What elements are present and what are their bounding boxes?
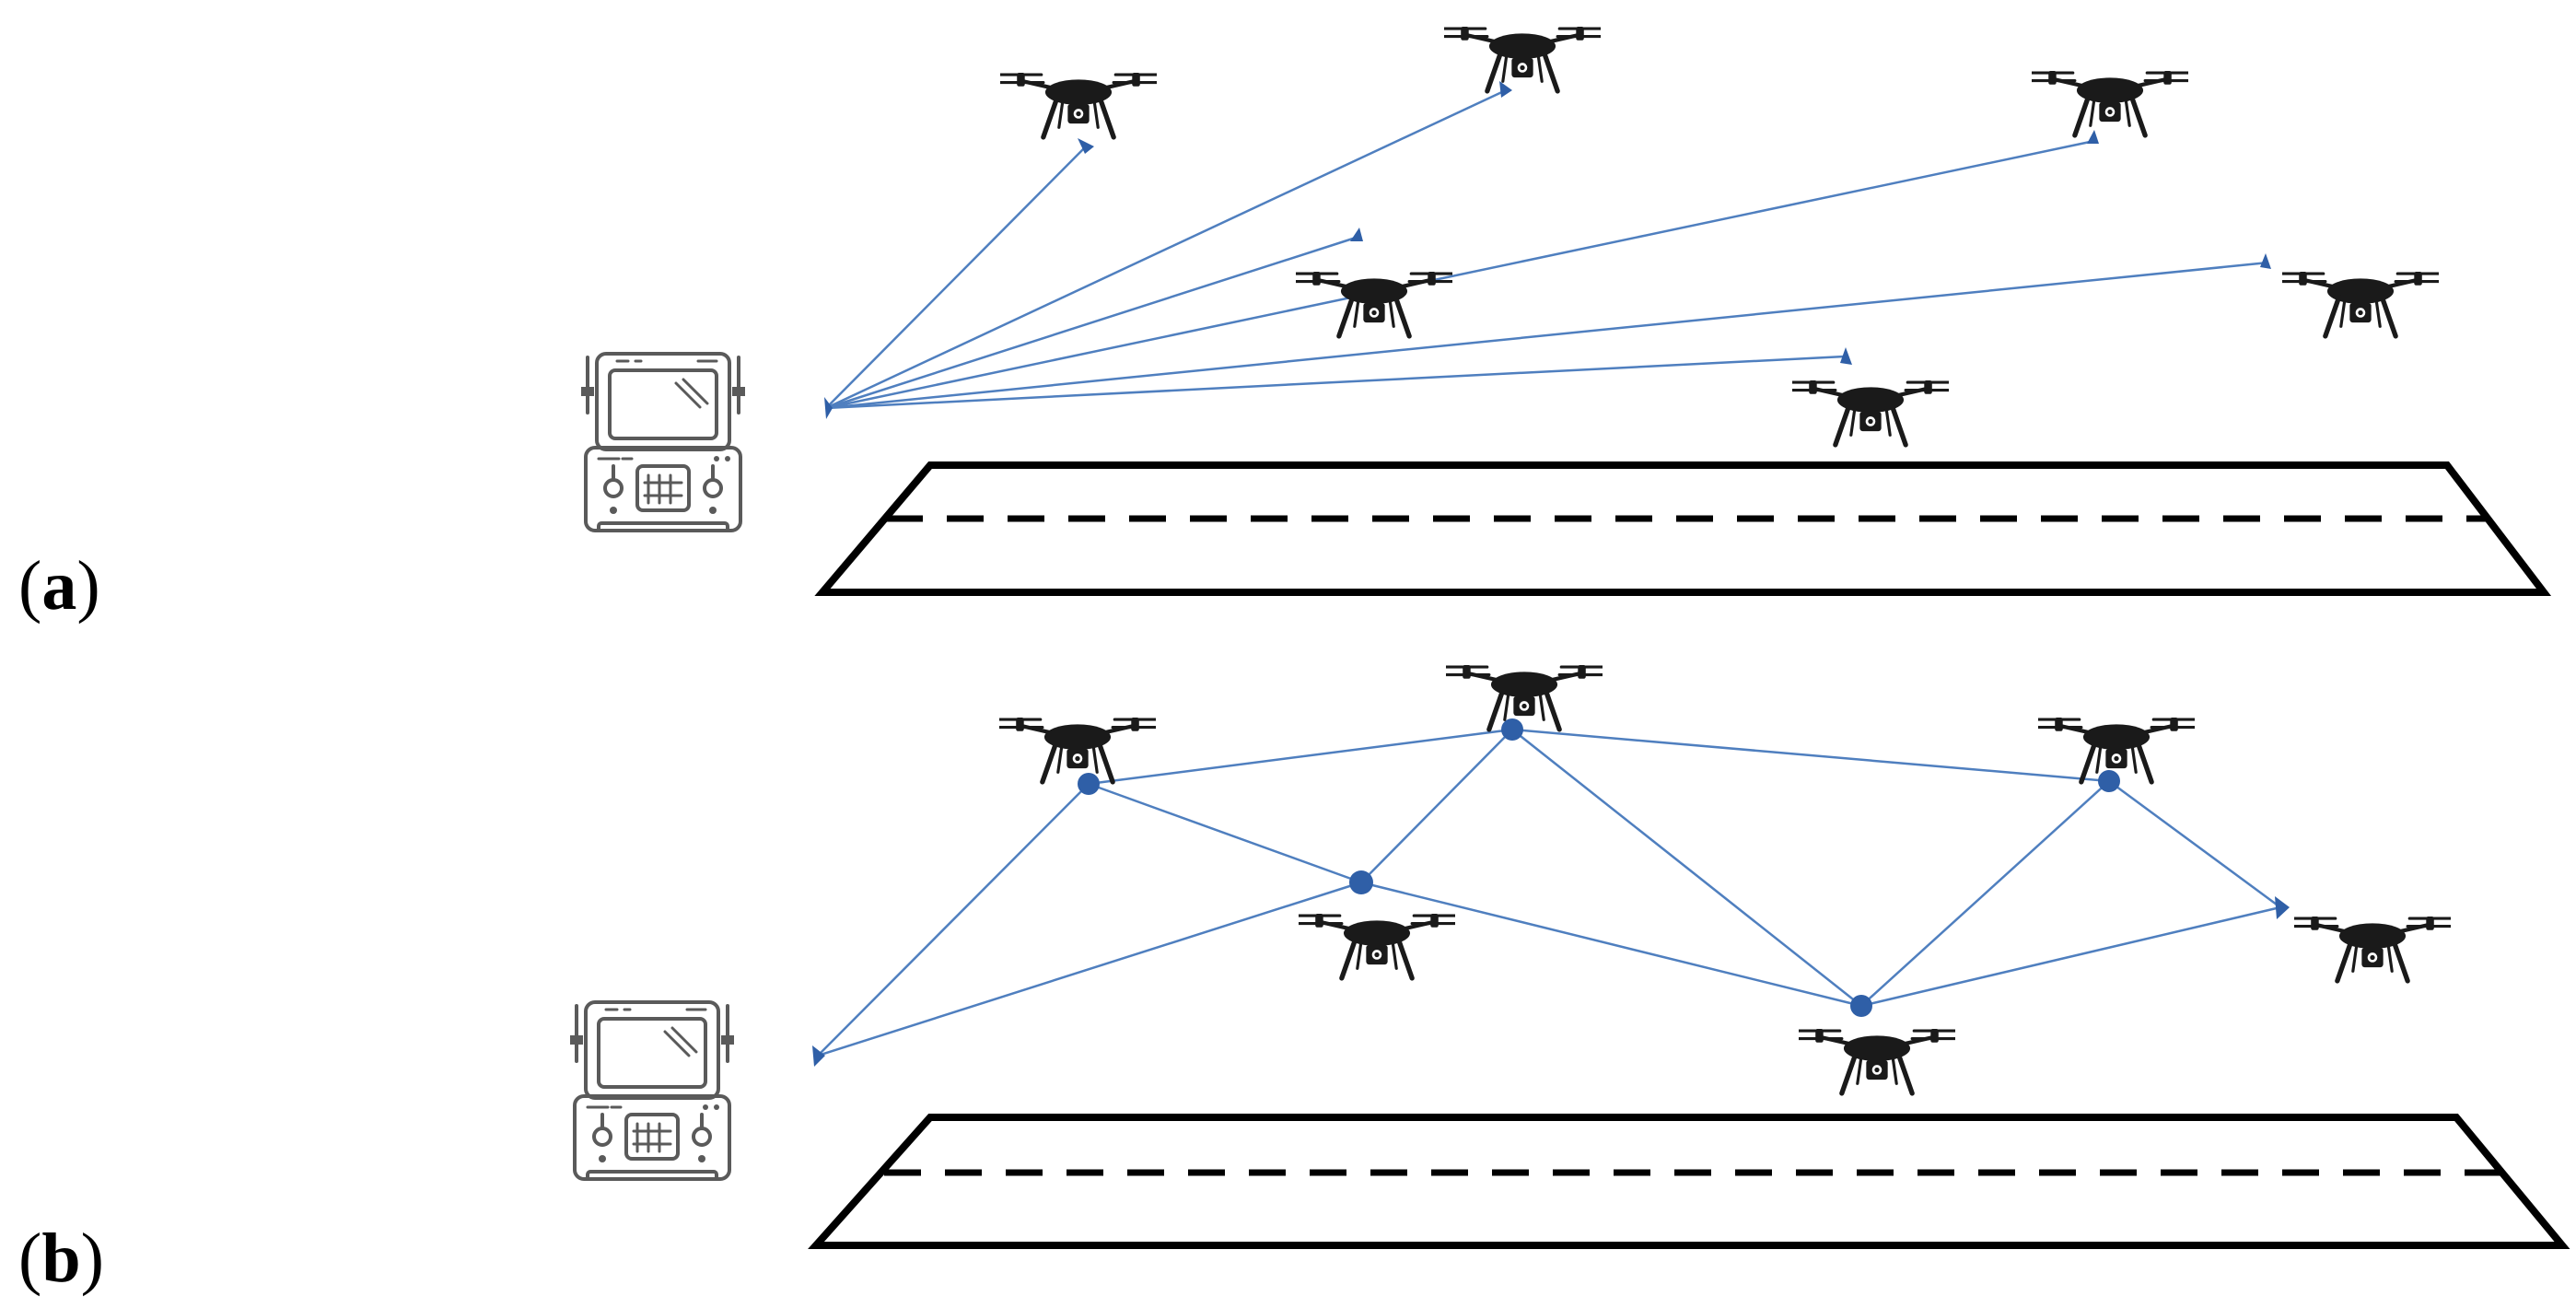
antenna-icon — [812, 1045, 825, 1067]
drone-icon — [1789, 380, 1952, 445]
link-gs-d4 — [825, 139, 2095, 410]
ground-control-station-icon — [580, 352, 746, 532]
link-d4-d6 — [1860, 780, 2110, 1007]
drone-icon — [2279, 272, 2442, 336]
antenna-icon — [1350, 228, 1363, 241]
drone-icon — [1440, 27, 1604, 91]
link-lines-a — [825, 88, 2269, 410]
label-letter-a: a — [41, 547, 77, 625]
link-gs-d3 — [825, 236, 1357, 410]
panel-a — [580, 27, 2552, 596]
link-gs-d3 — [817, 881, 1362, 1057]
label-letter-b: b — [41, 1220, 81, 1297]
antenna-icon — [1349, 870, 1373, 894]
runway-icon — [814, 461, 2552, 596]
link-d1-d3 — [1088, 782, 1362, 884]
link-d2-d3 — [1360, 729, 1513, 883]
antenna-icon — [2260, 253, 2271, 269]
runway-icon — [808, 1114, 2570, 1249]
drones-b — [996, 665, 2454, 1093]
link-d2-d6 — [1511, 729, 1862, 1007]
link-lines-b — [817, 728, 2281, 1057]
label-open-paren: ( — [18, 547, 42, 625]
drone-icon — [1442, 665, 1606, 730]
panel-label-b: (b) — [18, 1223, 104, 1293]
link-gs-d6 — [825, 355, 1846, 410]
link-gs-d5 — [825, 261, 2269, 410]
antenna-icon — [2275, 896, 2290, 919]
drone-icon — [996, 718, 1160, 782]
drone-icon — [1795, 1029, 1959, 1093]
panel-b — [569, 665, 2570, 1249]
label-close-paren: ) — [80, 1220, 104, 1297]
link-gs-d2 — [825, 88, 1507, 410]
drone-icon — [2034, 718, 2198, 782]
antenna-icon — [2098, 770, 2120, 792]
antenna-icon — [1501, 718, 1523, 741]
antenna-icon — [1840, 347, 1852, 365]
antenna-icon — [1850, 995, 1872, 1017]
link-gs-d1 — [817, 783, 1090, 1057]
link-gs-d1 — [825, 145, 1088, 409]
antenna-icon — [2087, 130, 2099, 144]
link-d5-d6 — [1860, 905, 2281, 1008]
link-d1-d2 — [1088, 728, 1513, 786]
antenna-icon — [1499, 81, 1512, 98]
antenna-icon — [1078, 138, 1094, 154]
ground-control-station-icon — [569, 1000, 735, 1181]
drone-icon — [1295, 914, 1459, 978]
link-d2-d4 — [1511, 728, 2110, 783]
label-open-paren: ( — [18, 1220, 42, 1297]
drone-icon — [997, 73, 1160, 137]
panel-label-a: (a) — [18, 551, 100, 621]
drones-a — [997, 27, 2442, 445]
label-close-paren: ) — [76, 547, 100, 625]
link-d4-d5 — [2108, 779, 2281, 909]
drone-icon — [2028, 71, 2192, 135]
antenna-markers-a — [824, 81, 2271, 419]
drone-icon — [2290, 917, 2454, 981]
link-d3-d6 — [1360, 881, 1862, 1008]
antenna-markers-b — [812, 718, 2290, 1067]
antenna-icon — [824, 397, 833, 419]
antenna-icon — [1078, 773, 1100, 795]
